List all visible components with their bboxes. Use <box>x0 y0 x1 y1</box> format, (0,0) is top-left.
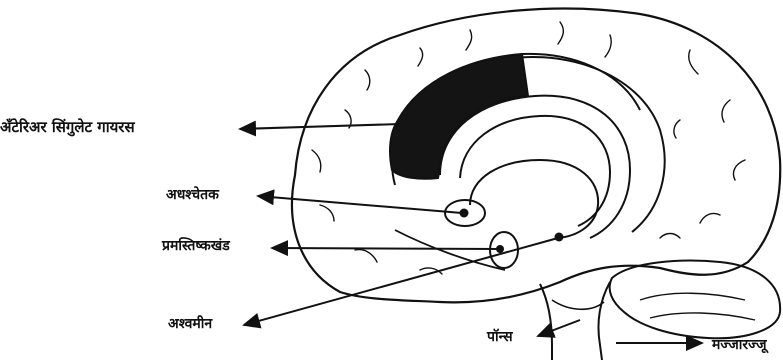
temporal-lobe-line <box>395 230 505 270</box>
amygdala-pointer <box>244 238 558 325</box>
acg-pointer <box>240 124 400 129</box>
label-cerebellum: मज्जारज्जू <box>712 338 767 352</box>
label-thalamus: प्रमस्तिष्कखंड <box>162 239 230 253</box>
corpus-callosum-inner <box>460 116 610 226</box>
cerebellum-outline <box>610 261 780 339</box>
pons-bulge <box>552 300 604 309</box>
sulci <box>312 22 745 274</box>
amygdala-dot <box>555 233 564 242</box>
label-anterior-cingulate-gyrus: अँटेरिअर सिंगुलेट गायरस <box>0 120 135 135</box>
hypothalamus-pointer <box>258 196 462 213</box>
label-pons: पॉन्स <box>487 330 513 344</box>
thalamus-pointer <box>272 248 500 249</box>
label-hypothalamus: अधश्चेतक <box>166 188 219 202</box>
brain-outline <box>292 9 780 303</box>
anterior-cingulate-highlight <box>390 54 528 179</box>
label-amygdala: अश्वमीन <box>168 317 212 331</box>
cerebellum-folds <box>640 293 755 320</box>
pons-pointer <box>538 320 580 336</box>
